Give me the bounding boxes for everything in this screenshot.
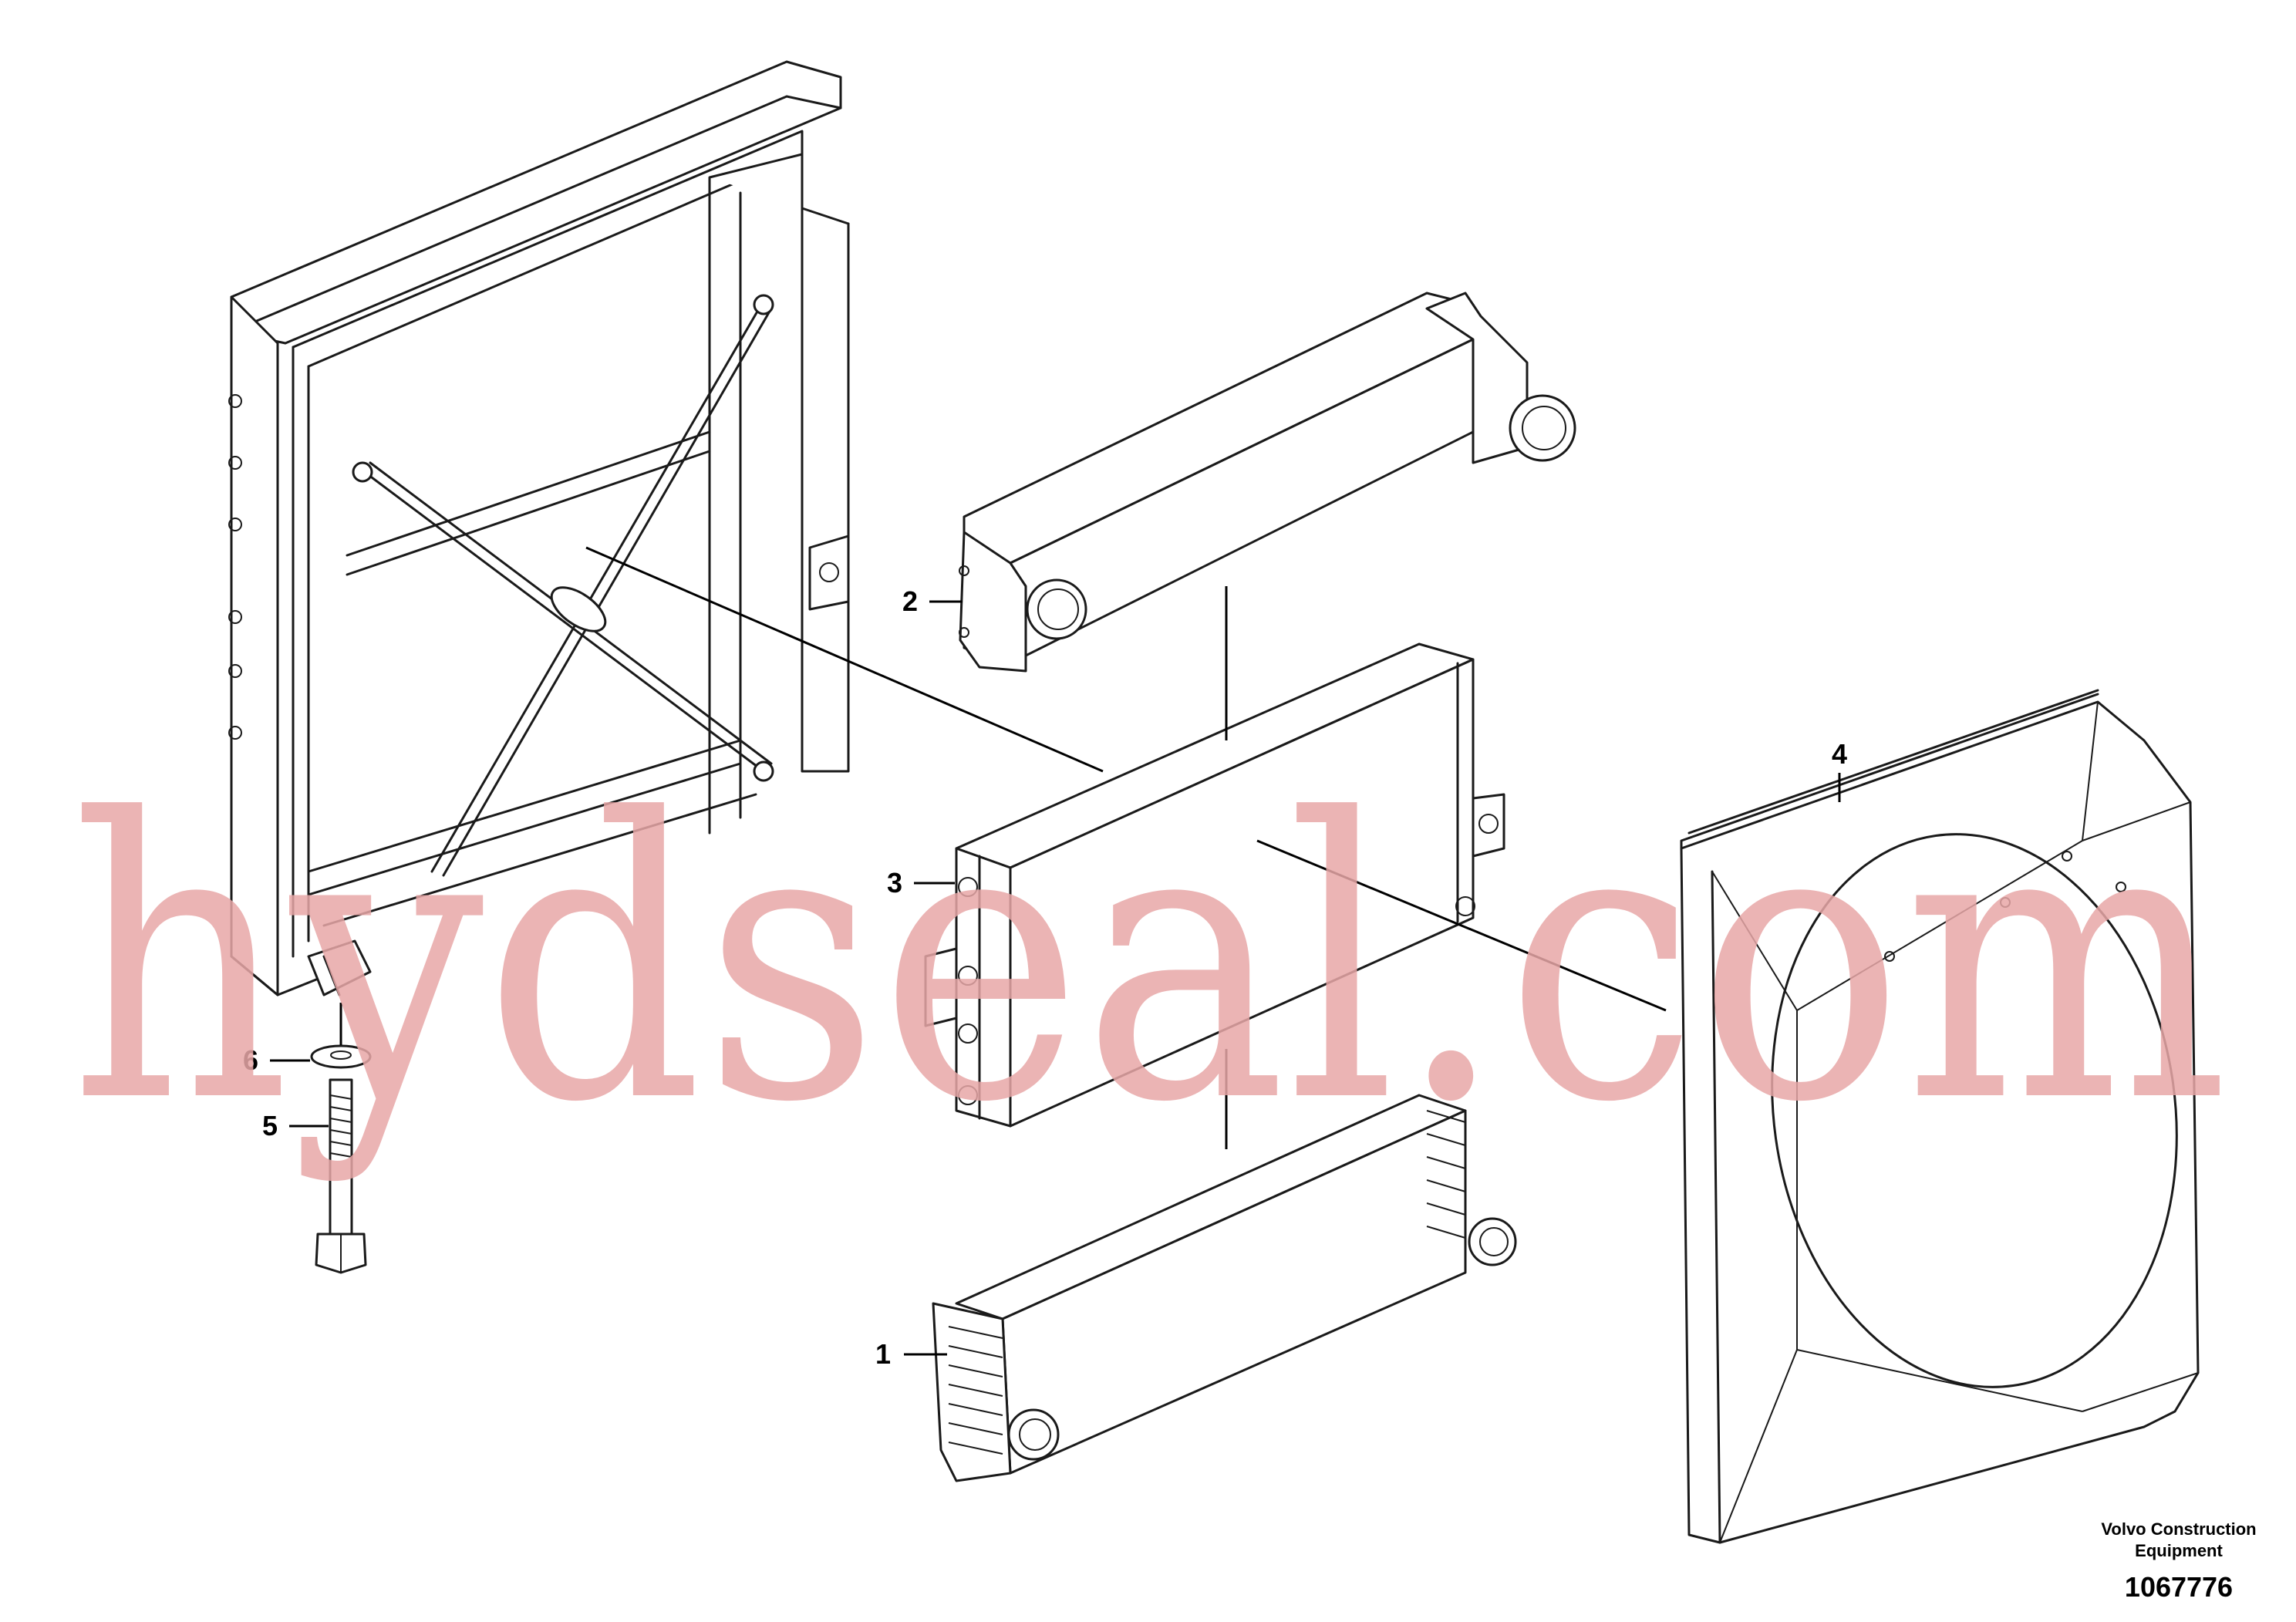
callout-label-4: 4 [1832, 738, 1847, 770]
callout-label-2: 2 [902, 585, 918, 617]
watermark: hydseal.com [69, 737, 2229, 1186]
title-block: Volvo Construction Equipment 1067776 [2101, 1519, 2256, 1603]
washer [310, 1044, 372, 1069]
charge-air-cooler [924, 642, 1505, 1128]
callout-label-6: 6 [243, 1044, 258, 1076]
charge-air-pipe [959, 292, 1576, 673]
callout-4: 4 [1832, 738, 1847, 802]
callout-1: 1 [875, 1338, 947, 1370]
company-name-line1: Volvo Construction [2101, 1519, 2256, 1539]
fan-shroud [1680, 689, 2200, 1544]
bolt [315, 1078, 367, 1274]
radiator-frame [228, 60, 850, 996]
callout-3: 3 [887, 867, 955, 899]
callout-label-5: 5 [262, 1110, 278, 1141]
assembly-lines [339, 546, 1667, 1149]
callout-5: 5 [262, 1110, 329, 1141]
company-name-line2: Equipment [2135, 1541, 2223, 1560]
radiator-core [932, 1094, 1517, 1482]
callout-6: 6 [243, 1044, 310, 1076]
callout-2: 2 [902, 585, 963, 617]
drawing-number: 1067776 [2125, 1571, 2233, 1603]
callout-label-3: 3 [887, 867, 902, 899]
callout-label-1: 1 [875, 1338, 891, 1370]
